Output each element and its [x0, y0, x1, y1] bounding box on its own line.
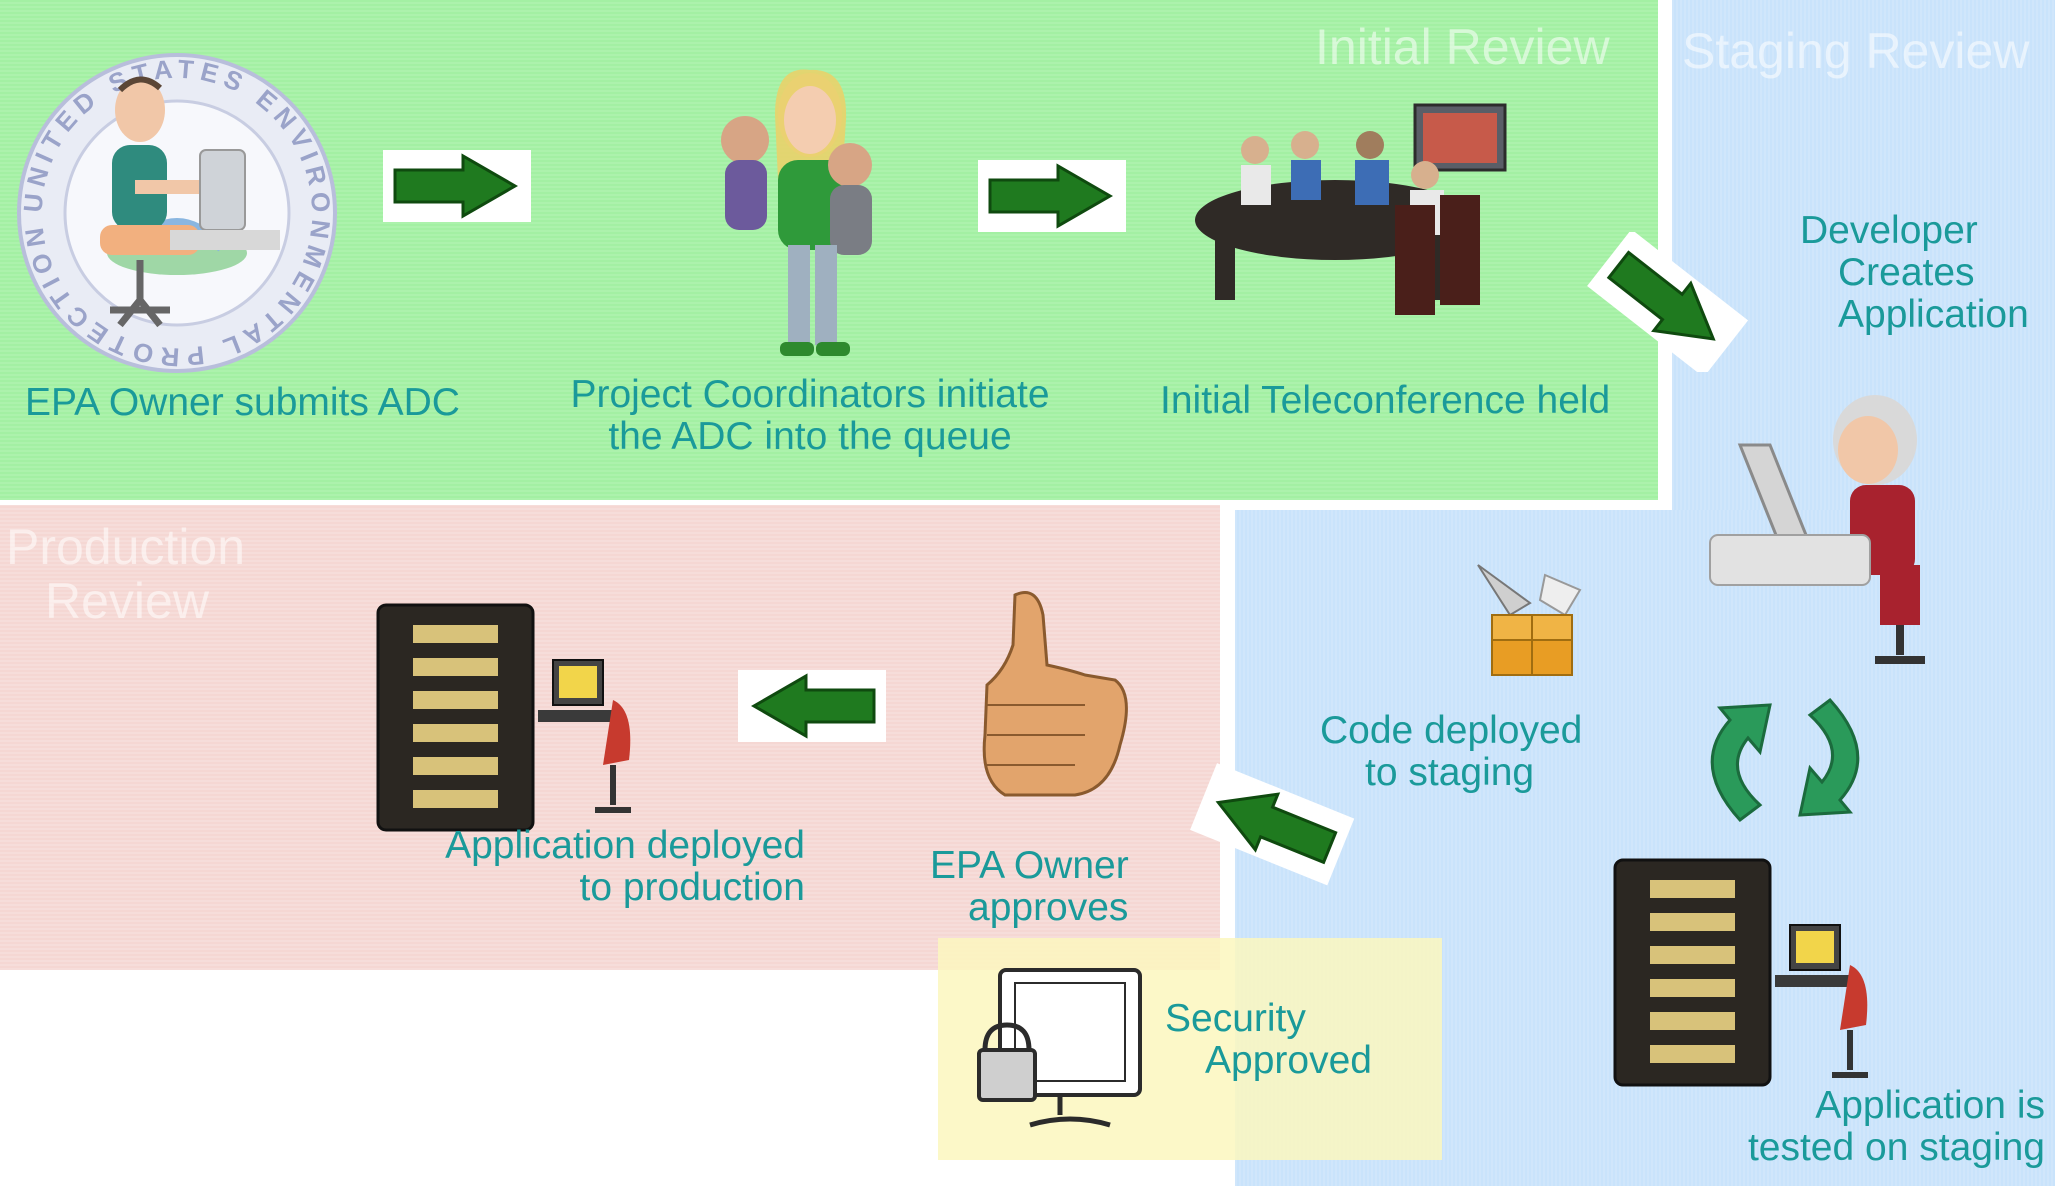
staging-review-title: Staging Review: [1682, 23, 2030, 79]
step-developer-line1: Developer: [1800, 209, 1978, 252]
step-approves-caption: EPA Owner approves: [930, 845, 1170, 929]
step-code-caption: Code deployed to staging: [1320, 710, 1620, 794]
step-production-line1: Application deployed: [445, 824, 805, 867]
production-review-title-line1: Production: [6, 519, 246, 575]
arrow-icon: [978, 160, 1126, 232]
arrow-icon: [1190, 763, 1355, 886]
step-code-line1: Code deployed: [1320, 709, 1583, 752]
step-developer-caption: Developer Creates Application: [1780, 210, 2040, 336]
cycle-arrows-icon: [1710, 697, 1860, 823]
locked-monitor-icon: [977, 968, 1142, 1128]
step-developer-line3: Application: [1838, 293, 2029, 336]
developer-icon: [1709, 395, 1925, 664]
person-at-computer-icon: [100, 76, 280, 328]
staging-review-zone: [1672, 0, 2055, 510]
step-developer-line2: Creates: [1838, 251, 1975, 294]
step-coordinators-caption: Project Coordinators initiate the ADC in…: [555, 374, 1065, 458]
step-production-caption: Application deployed to production: [420, 825, 805, 909]
server-rack-icon: [376, 603, 631, 832]
arrow-icon: [1587, 232, 1749, 372]
thumbs-up-icon: [982, 591, 1128, 797]
step-production-line2: to production: [579, 866, 806, 909]
step-approves-line2: approves: [968, 886, 1129, 929]
step-tested-caption: Application is tested on staging: [1715, 1085, 2045, 1169]
step-submit-caption: EPA Owner submits ADC: [25, 381, 460, 424]
step-tested-line2: tested on staging: [1747, 1126, 2045, 1169]
coordinator-icon: [721, 69, 872, 356]
step-teleconference-caption: Initial Teleconference held: [1160, 379, 1611, 422]
step-coordinators-line2: the ADC into the queue: [608, 415, 1012, 458]
step-approves-line1: EPA Owner: [930, 844, 1129, 887]
step-security-caption: Security Approved: [1165, 998, 1425, 1082]
step-code-line2: to staging: [1365, 751, 1535, 794]
package-icon: [1477, 564, 1582, 676]
initial-review-title: Initial Review: [1315, 19, 1610, 75]
arrow-icon: [738, 670, 886, 742]
step-tested-line1: Application is: [1815, 1084, 2045, 1127]
production-review-title-line2: Review: [45, 573, 209, 629]
arrow-icon: [383, 150, 531, 222]
step-security-line2: Approved: [1205, 1039, 1372, 1082]
conference-table-icon: [1195, 103, 1507, 315]
step-security-line1: Security: [1165, 997, 1306, 1040]
step-coordinators-line1: Project Coordinators initiate: [570, 373, 1050, 416]
server-rack-icon: [1613, 858, 1868, 1087]
